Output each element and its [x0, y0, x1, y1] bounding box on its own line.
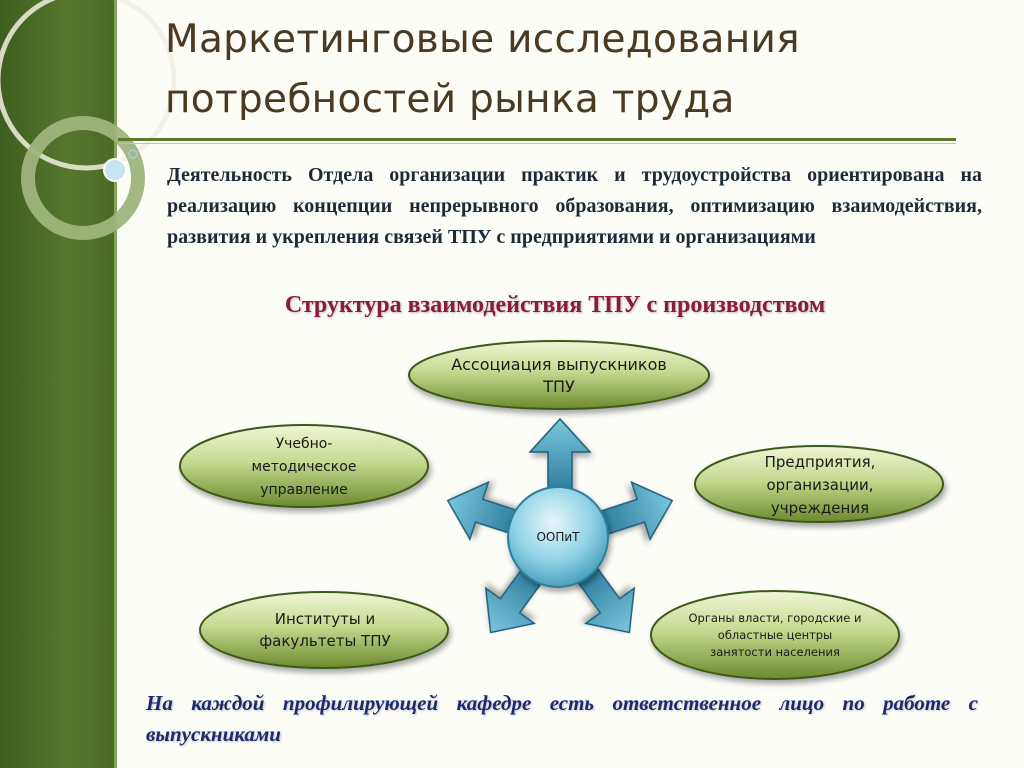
arrow-right-icon [600, 480, 674, 542]
sidebar-edge [114, 0, 117, 768]
medium-ring [21, 116, 145, 240]
arrow-down-left-icon [484, 566, 544, 634]
center-label: ООПиТ [536, 530, 580, 544]
node-enterprises [694, 445, 944, 523]
arrow-up-icon [528, 417, 592, 491]
dot-small [128, 149, 138, 159]
node-alumni [408, 340, 710, 410]
footer-note: На каждой профилирующей кафедре есть отв… [146, 691, 978, 746]
node-methodical [179, 424, 429, 508]
large-ring [0, 0, 177, 171]
arrow-down-right-icon [576, 566, 636, 634]
node-authorities [650, 590, 900, 680]
center-circle [507, 486, 609, 588]
page-title: Маркетинговые исследования потребностей … [165, 17, 800, 122]
title-divider-thin [118, 143, 956, 144]
title-divider [118, 138, 956, 141]
intro-paragraph: Деятельность Отдела организации практик … [167, 164, 982, 248]
diagram-title: Структура взаимодействия ТПУ с производс… [284, 292, 826, 318]
node-institutes [199, 591, 449, 669]
arrow-left-icon [446, 480, 520, 542]
dot-large [103, 158, 127, 182]
